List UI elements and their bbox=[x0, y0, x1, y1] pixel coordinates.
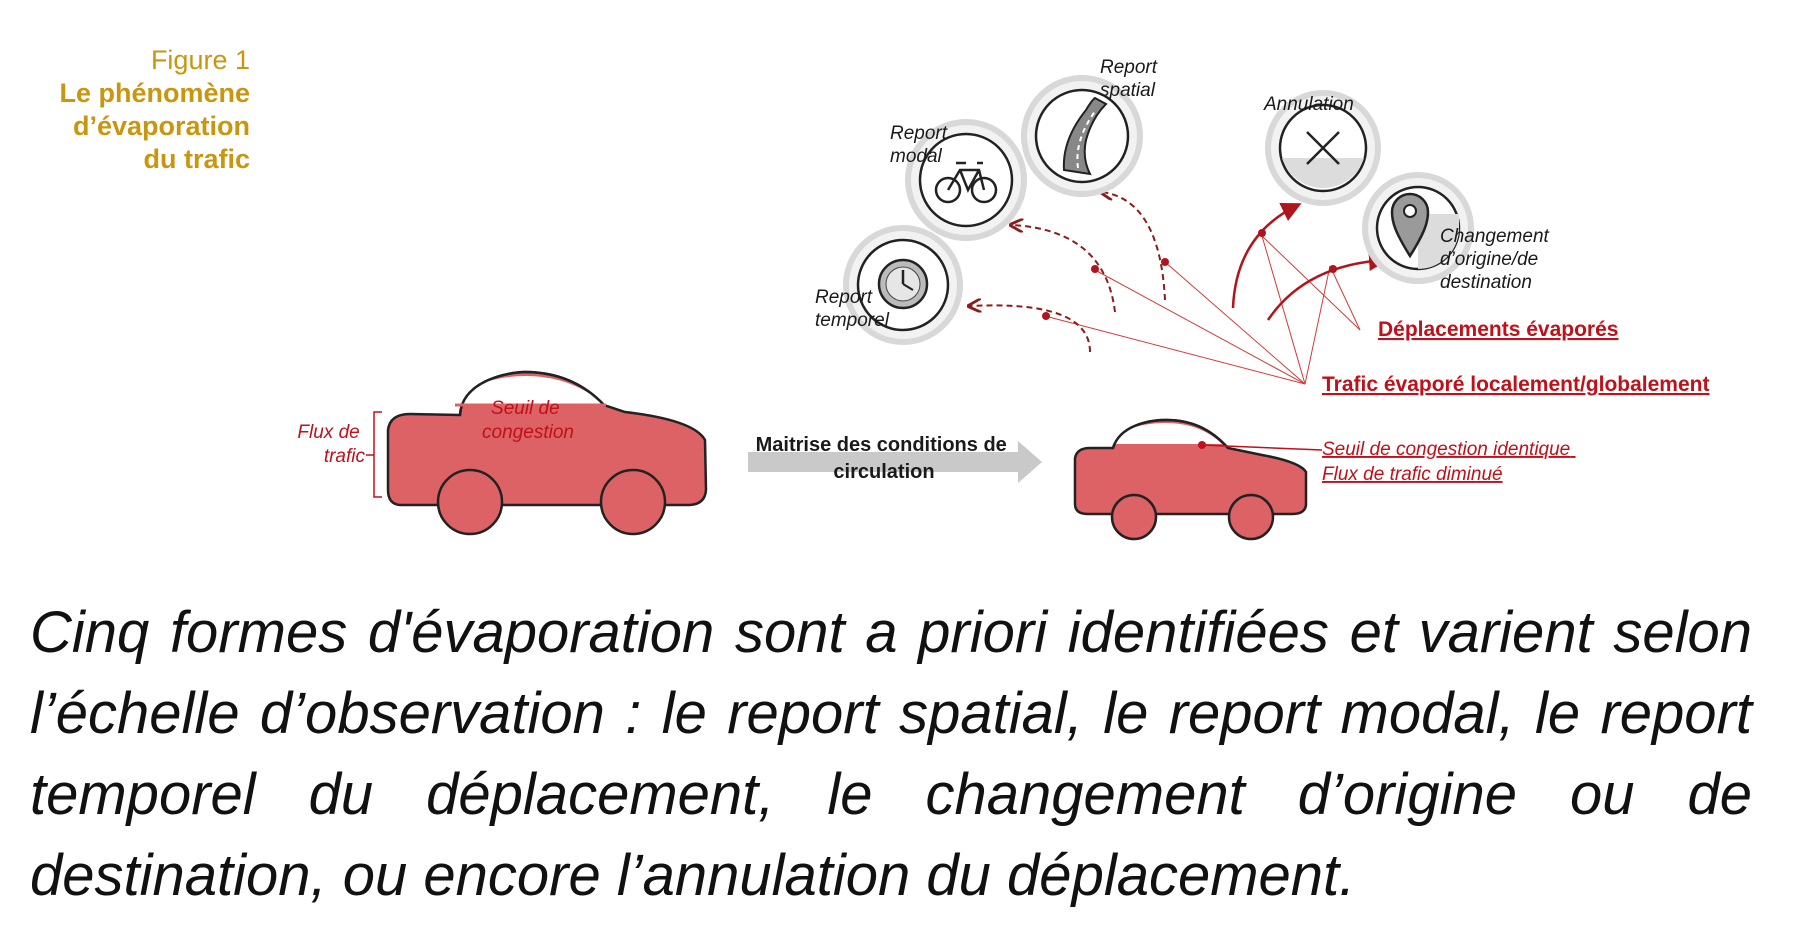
circle-label-line: Report bbox=[1100, 57, 1158, 78]
figure-caption: Figure 1 Le phénomène d’évaporation du t… bbox=[0, 44, 250, 176]
circle-label-line: Report bbox=[890, 123, 948, 144]
report-temporel-circle bbox=[843, 225, 963, 345]
seuil-label-line: Seuil de bbox=[491, 398, 560, 419]
annulation-label: Annulation bbox=[1263, 94, 1354, 115]
cross-icon bbox=[1306, 131, 1340, 165]
clock-icon bbox=[877, 258, 929, 310]
circle-label-line: Changement bbox=[1440, 226, 1550, 247]
figure-number: Figure 1 bbox=[150, 45, 250, 75]
report-spatial-label: Report spatial bbox=[1100, 57, 1162, 101]
flux-label: Flux de trafic bbox=[297, 422, 365, 467]
flux-label-line: Flux de bbox=[297, 422, 359, 443]
figure-title-line: du trafic bbox=[143, 144, 250, 174]
arrow-label: Maitrise des conditions de circulation bbox=[756, 434, 1013, 483]
circle-label-line: Report bbox=[815, 287, 873, 308]
annulation-circle bbox=[1265, 90, 1381, 206]
solid-arrows bbox=[1231, 202, 1389, 321]
small-car-label-line: Flux de trafic diminué bbox=[1322, 464, 1503, 485]
body-paragraph: Cinq formes d'évaporation sont a priori … bbox=[30, 600, 1752, 908]
large-car-icon bbox=[386, 370, 708, 536]
arrow-label-line: circulation bbox=[833, 461, 934, 483]
report-temporel-label: Report temporel bbox=[815, 287, 890, 331]
report-spatial-circle bbox=[1021, 75, 1143, 197]
flux-bracket bbox=[366, 411, 382, 498]
changement-circle bbox=[1362, 172, 1474, 284]
arrow-label-line: Maitrise des conditions de bbox=[756, 434, 1007, 456]
seuil-label-line: congestion bbox=[482, 422, 574, 443]
grey-arrow-icon bbox=[748, 441, 1042, 483]
trafic-evapore-label: Trafic évaporé localement/globalement bbox=[1322, 373, 1709, 396]
evaporation-diagram: Seuil de congestion Flux de trafic Maitr… bbox=[297, 57, 1709, 541]
dashed-arrows bbox=[970, 192, 1166, 353]
figure-title-line: d’évaporation bbox=[72, 111, 250, 141]
circle-label-line: d’origine/de bbox=[1440, 249, 1538, 270]
report-modal-label: Report modal bbox=[890, 123, 952, 167]
deplacements-evapores-label: Déplacements évaporés bbox=[1378, 318, 1618, 341]
circle-label-line: temporel bbox=[815, 310, 890, 331]
report-modal-circle bbox=[905, 119, 1027, 241]
fan-lines bbox=[1044, 235, 1361, 385]
road-icon bbox=[1062, 96, 1108, 176]
small-car-icon bbox=[1073, 418, 1308, 541]
figure-title-line: Le phénomène bbox=[59, 78, 250, 108]
small-car-label-line: Seuil de congestion identique bbox=[1322, 439, 1570, 460]
seuil-label: Seuil de congestion bbox=[482, 398, 574, 443]
circle-label-line: spatial bbox=[1100, 80, 1156, 101]
circle-label-line: Annulation bbox=[1263, 94, 1354, 115]
circle-label-line: modal bbox=[890, 146, 943, 167]
circle-label-line: destination bbox=[1440, 272, 1532, 293]
changement-label: Changement d’origine/de destination bbox=[1440, 226, 1554, 293]
fan-dots bbox=[1042, 229, 1337, 320]
small-car-labels: Seuil de congestion identique Flux de tr… bbox=[1322, 439, 1576, 485]
flux-label-line: trafic bbox=[324, 446, 366, 467]
map-pin-icon bbox=[1390, 192, 1430, 259]
seuil-pointer-dot bbox=[1198, 441, 1206, 449]
bicycle-icon bbox=[934, 161, 998, 204]
seuil-pointer bbox=[1201, 444, 1323, 451]
